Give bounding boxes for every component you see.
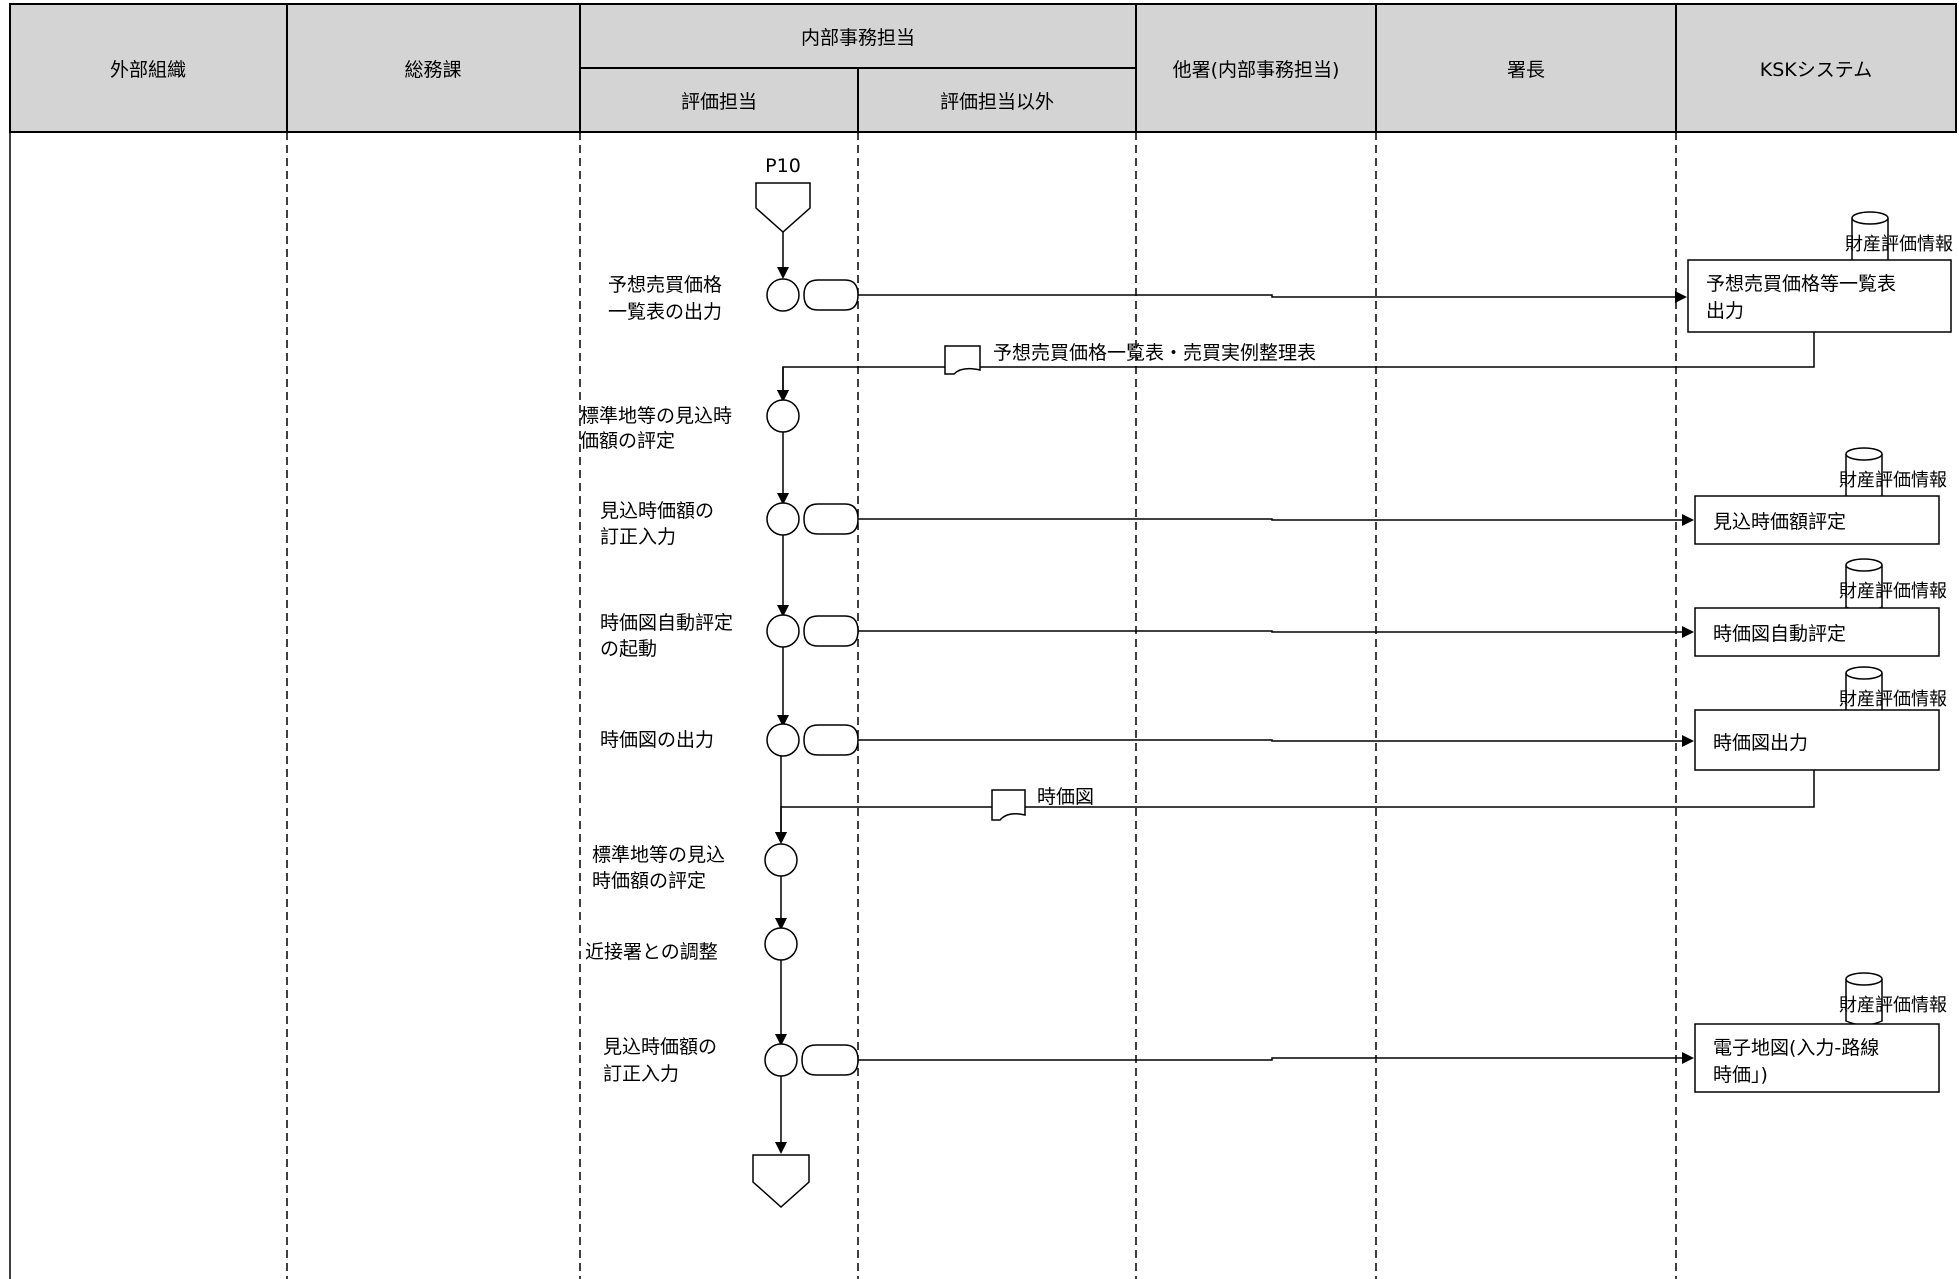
box-label: 電子地図(入力-路線 <box>1713 1037 1879 1059</box>
database-label: 財産評価情報 <box>1845 234 1953 255</box>
terminal-input-icon <box>801 1044 859 1076</box>
lane-external-label: 外部組織 <box>110 59 186 81</box>
ksk-box-price-map-output: 時価図出力 <box>1694 709 1940 771</box>
swimlane-body <box>9 132 1677 1279</box>
lane-evaluator-label: 評価担当 <box>681 91 757 113</box>
box-label: 予想売買価格等一覧表 <box>1706 273 1896 295</box>
process-node <box>766 399 800 433</box>
document-icon <box>991 789 1026 821</box>
offpage-connector-end <box>752 1154 810 1209</box>
box-label: 時価図自動評定 <box>1713 623 1846 645</box>
step-label: 訂正入力 <box>603 1063 679 1085</box>
process-node <box>766 723 800 757</box>
ksk-box-electronic-map: 電子地図(入力-路線 時価」) <box>1694 1023 1940 1093</box>
step-label: 見込時価額の <box>600 500 714 522</box>
process-node <box>764 1043 798 1077</box>
box-label: 出力 <box>1706 300 1744 322</box>
terminal-input-icon <box>803 503 859 535</box>
process-node <box>766 278 800 312</box>
ksk-box-expected-price-evaluation: 見込時価額評定 <box>1694 495 1940 545</box>
lane-non-evaluator-label: 評価担当以外 <box>940 91 1054 113</box>
step-label: 訂正入力 <box>600 526 676 548</box>
step-label: 標準地等の見込時 <box>580 405 732 427</box>
box-label: 時価図出力 <box>1713 732 1808 754</box>
box-label: 時価」) <box>1713 1064 1768 1086</box>
ksk-box-price-list-output: 予想売買価格等一覧表 出力 <box>1687 259 1952 333</box>
step-correction-input-2: 見込時価額の 訂正入力 <box>603 1036 1694 1085</box>
step-start-auto-evaluation: 時価図自動評定 の起動 <box>600 612 1694 660</box>
step-label: 見込時価額の <box>603 1036 717 1058</box>
terminal-input-icon <box>803 279 859 311</box>
database-property-info-1: 財産評価情報 <box>1845 211 1953 265</box>
database-property-info-2: 財産評価情報 <box>1839 447 1947 501</box>
database-label: 財産評価情報 <box>1839 581 1947 602</box>
database-property-info-3: 財産評価情報 <box>1839 558 1947 612</box>
document-label: 予想売買価格一覧表・売買実例整理表 <box>993 342 1316 364</box>
database-label: 財産評価情報 <box>1839 995 1947 1016</box>
lane-chief-label: 署長 <box>1507 59 1545 81</box>
document-icon <box>944 345 981 375</box>
step-label: 標準地等の見込 <box>592 844 725 866</box>
database-property-info-5: 財産評価情報 <box>1839 972 1947 1026</box>
step-label: 時価額の評定 <box>592 870 706 892</box>
ksk-box-auto-price-map-evaluation: 時価図自動評定 <box>1694 607 1940 657</box>
step-label: 価額の評定 <box>580 430 675 452</box>
process-node <box>764 927 798 961</box>
step-output-price-map: 時価図の出力 <box>600 723 1694 757</box>
swimlane-header: 外部組織 総務課 内部事務担当 評価担当 評価担当以外 他署(内部事務担当) 署… <box>9 3 1957 133</box>
lane-internal-affairs-label: 内部事務担当 <box>801 27 915 49</box>
lane-other-office-label: 他署(内部事務担当) <box>1173 59 1340 81</box>
terminal-input-icon <box>803 724 859 756</box>
process-node <box>766 614 800 648</box>
step-label: 時価図自動評定 <box>600 612 733 634</box>
return-flow-price-list: 予想売買価格一覧表・売買実例整理表 <box>777 332 1815 402</box>
step-label: の起動 <box>600 638 657 660</box>
step-label: 一覧表の出力 <box>608 301 722 323</box>
step-evaluate-expected-price-2: 標準地等の見込 時価額の評定 <box>592 843 798 892</box>
step-coordinate-neighbor-office: 近接署との調整 <box>585 927 798 963</box>
return-flow-price-map: 時価図 <box>775 770 1815 844</box>
database-label: 財産評価情報 <box>1839 689 1947 710</box>
process-node <box>766 502 800 536</box>
lane-general-affairs-label: 総務課 <box>404 59 461 81</box>
lane-ksk-label: KSKシステム <box>1760 59 1872 81</box>
step-label: 予想売買価格 <box>608 274 722 296</box>
step-evaluate-expected-price: 標準地等の見込時 価額の評定 <box>580 399 800 452</box>
step-label: 時価図の出力 <box>600 729 714 751</box>
connector-label: P10 <box>765 155 801 177</box>
offpage-connector-start: P10 <box>755 155 811 234</box>
terminal-input-icon <box>803 615 859 647</box>
step-label: 近接署との調整 <box>585 941 718 963</box>
database-label: 財産評価情報 <box>1839 470 1947 491</box>
step-correction-input-1: 見込時価額の 訂正入力 <box>600 500 1694 548</box>
process-node <box>764 843 798 877</box>
document-label: 時価図 <box>1037 786 1094 808</box>
step-output-price-list: 予想売買価格 一覧表の出力 <box>608 274 1687 323</box>
box-label: 見込時価額評定 <box>1713 511 1846 533</box>
